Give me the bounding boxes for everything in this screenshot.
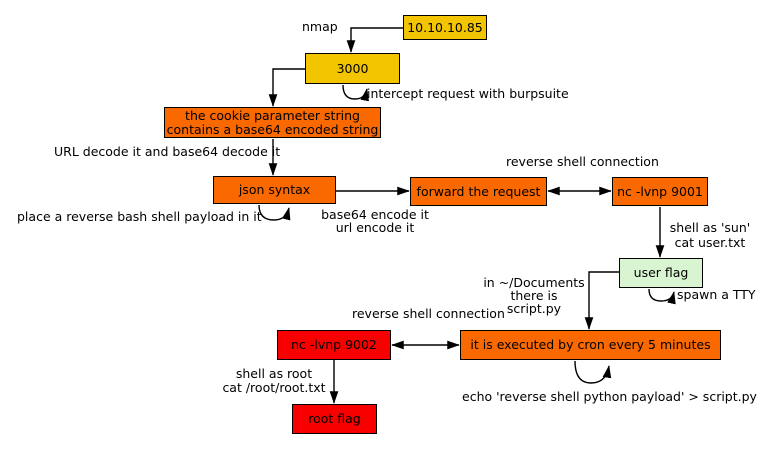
node-json-syntax: json syntax <box>213 176 336 204</box>
label-shell-as-sun-line2: cat user.txt <box>674 234 746 250</box>
node-cookie-param-line1: the cookie parameter string <box>185 107 360 123</box>
label-documents-script: in ~/Documents there is script.py <box>480 276 588 315</box>
label-shell-as-root-line1: shell as root <box>235 366 313 381</box>
loop-port-intercept <box>342 84 369 102</box>
label-encode-steps: base64 encode it url encode it <box>319 208 431 234</box>
node-port-3000: 3000 <box>305 53 400 84</box>
label-place-payload: place a reverse bash shell payload in it <box>17 209 262 224</box>
loop-cron-echo <box>574 360 612 384</box>
label-intercept-burpsuite: intercept request with burpsuite <box>367 86 569 101</box>
label-shell-as-sun: shell as 'sun' cat user.txt <box>650 220 770 250</box>
edge-userflag-to-cron <box>584 271 619 330</box>
node-cookie-param-line2: contains a base64 encoded string <box>166 121 379 137</box>
node-root-flag: root flag <box>292 404 377 434</box>
node-root-flag-label: root flag <box>308 411 361 426</box>
node-port-3000-label: 3000 <box>336 60 369 76</box>
label-documents-line3: script.py <box>506 301 562 316</box>
label-shell-as-root: shell as root cat /root/root.txt <box>219 367 329 395</box>
node-nc-9002: nc -lvnp 9002 <box>277 330 391 360</box>
node-json-syntax-label: json syntax <box>238 182 311 197</box>
label-base64-encode: base64 encode it <box>321 207 429 222</box>
node-cron-exec-label: it is executed by cron every 5 minutes <box>470 337 711 352</box>
node-cookie-param: the cookie parameter string contains a b… <box>164 107 381 138</box>
node-user-flag: user flag <box>619 258 703 288</box>
node-user-flag-label: user flag <box>633 265 689 280</box>
label-spawn-tty: spawn a TTY <box>677 287 756 302</box>
node-nc-9001-label: nc -lvnp 9001 <box>617 183 703 199</box>
node-nc-9002-label: nc -lvnp 9002 <box>291 337 377 352</box>
node-forward-request-label: forward the request <box>416 183 541 199</box>
label-echo-payload: echo 'reverse shell python payload' > sc… <box>462 389 757 404</box>
edge-ip-to-port <box>346 27 403 53</box>
loop-json-payload <box>258 204 291 221</box>
label-shell-as-sun-line1: shell as 'sun' <box>669 220 751 235</box>
edge-port-to-cookie <box>268 68 305 107</box>
node-forward-request: forward the request <box>410 177 547 206</box>
label-reverse-shell-top: reverse shell connection <box>506 154 659 169</box>
label-shell-as-root-line2: cat /root/root.txt <box>222 380 326 395</box>
label-documents-line1: in ~/Documents <box>483 275 585 290</box>
label-documents-line2: there is <box>510 288 558 303</box>
node-nc-9001: nc -lvnp 9001 <box>612 177 708 206</box>
label-url-base64-decode: URL decode it and base64 decode it <box>54 144 281 159</box>
node-cron-exec: it is executed by cron every 5 minutes <box>460 330 721 360</box>
label-url-encode: url encode it <box>335 220 415 235</box>
label-reverse-shell-mid: reverse shell connection <box>352 306 505 321</box>
label-nmap: nmap <box>302 19 338 34</box>
node-target-ip: 10.10.10.85 <box>403 15 487 40</box>
node-target-ip-label: 10.10.10.85 <box>407 19 483 35</box>
loop-userflag-tty <box>648 288 676 305</box>
